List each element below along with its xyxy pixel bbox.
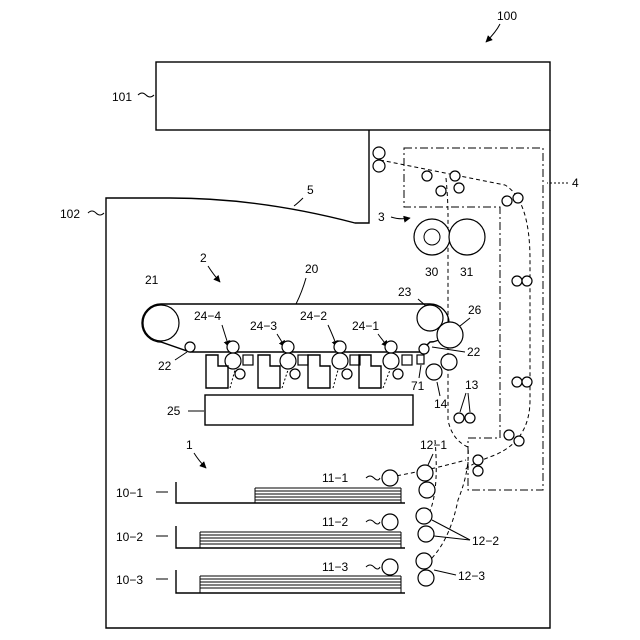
feed-section: 1 <box>186 438 206 468</box>
conveyance-roller-a <box>454 413 464 423</box>
label-13: 13 <box>465 378 479 392</box>
label-21: 21 <box>145 273 159 287</box>
label-22-left: 22 <box>158 359 172 373</box>
paper-tray-1: 10−1 11−1 12−1 <box>116 438 447 503</box>
image-station-2: 24−2 <box>300 309 360 388</box>
label-11-1: 11−1 <box>322 471 348 485</box>
image-station-1: 24−1 <box>352 319 412 388</box>
exit-rollers <box>373 147 464 196</box>
label-24-4: 24−4 <box>194 309 221 323</box>
label-71: 71 <box>411 379 425 393</box>
label-5: 5 <box>307 183 314 197</box>
label-14: 14 <box>434 397 448 411</box>
label-26: 26 <box>468 303 482 317</box>
label-4: 4 <box>572 176 579 190</box>
label-24-2: 24−2 <box>300 309 327 323</box>
label-10-2: 10−2 <box>116 530 143 544</box>
pickup-roller-3 <box>382 559 398 575</box>
belt-cleaner-left <box>185 342 195 352</box>
scanner-unit: 101 <box>112 62 550 130</box>
pressure-roller <box>449 219 485 255</box>
image-station-3: 24−3 <box>250 319 308 388</box>
registration-roller-a <box>441 354 457 370</box>
label-23: 23 <box>398 285 412 299</box>
label-12-1: 12−1 <box>420 438 447 452</box>
label-3: 3 <box>378 210 385 224</box>
label-25: 25 <box>167 404 181 418</box>
ref-100: 100 <box>486 9 517 42</box>
fixing-unit: 3 30 31 <box>378 210 485 279</box>
label-20: 20 <box>305 262 319 276</box>
paper-tray-2: 10−2 11−2 12−2 <box>116 508 499 548</box>
label-101: 101 <box>112 90 132 104</box>
label-22-right: 22 <box>467 345 481 359</box>
registration-sensor <box>417 355 424 364</box>
image-station-4: 24−4 <box>194 309 253 388</box>
label-12-2: 12−2 <box>472 534 499 548</box>
label-10-3: 10−3 <box>116 573 143 587</box>
label-2: 2 <box>200 251 207 265</box>
label-31: 31 <box>460 265 474 279</box>
label-24-1: 24−1 <box>352 319 379 333</box>
label-100: 100 <box>497 9 517 23</box>
conveyance-roller-b <box>465 413 475 423</box>
discharge-tray: 5 <box>294 183 314 206</box>
label-24-3: 24−3 <box>250 319 277 333</box>
label-10-1: 10−1 <box>116 486 143 500</box>
belt-cleaner-right <box>419 344 429 354</box>
pickup-roller-1 <box>382 470 398 486</box>
exposure-unit: 25 <box>167 395 413 425</box>
label-102: 102 <box>60 207 80 221</box>
paper-tray-3: 10−3 11−3 12−3 <box>116 553 485 593</box>
pickup-roller-2 <box>382 514 398 530</box>
label-11-3: 11−3 <box>322 560 348 574</box>
secondary-transfer-roller <box>437 322 463 348</box>
registration-roller-b <box>426 364 442 380</box>
label-11-2: 11−2 <box>322 515 348 529</box>
drive-roller <box>143 305 179 341</box>
label-30: 30 <box>425 265 439 279</box>
label-12-3: 12−3 <box>458 569 485 583</box>
label-1: 1 <box>186 438 193 452</box>
heat-roller <box>414 219 450 255</box>
